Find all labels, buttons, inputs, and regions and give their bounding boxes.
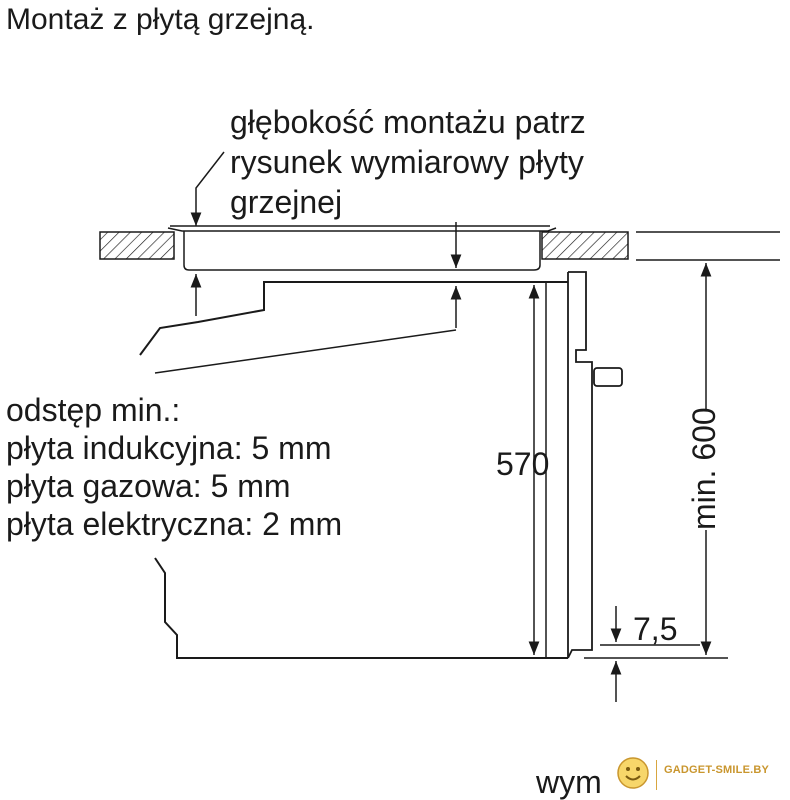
offset-label: 7,5 xyxy=(633,611,678,647)
depth-note-line: grzejnej xyxy=(230,184,343,220)
footer-caption: wym xyxy=(536,764,602,800)
gap-note-gas: płyta gazowa: 5 mm xyxy=(6,468,291,504)
gap-note-electric: płyta elektryczna: 2 mm xyxy=(6,506,343,542)
depth-note-line: głębokość montażu patrz xyxy=(230,104,586,140)
worktop-left xyxy=(99,231,175,260)
oven xyxy=(139,271,623,659)
watermark-text: GADGET-SMILE.BY xyxy=(664,764,770,776)
smiley-icon xyxy=(617,757,649,789)
niche-height-label: min. 600 xyxy=(686,407,722,530)
depth-note-line: rysunek wymiarowy płyty xyxy=(230,144,584,180)
watermark: GADGET-SMILE.BY xyxy=(612,752,790,798)
page-title: Montaż z płytą grzejną. xyxy=(6,3,315,36)
worktop-right xyxy=(541,231,629,260)
hob xyxy=(167,225,557,271)
min-gap-note: odstęp min.: płyta indukcyjna: 5 mm płyt… xyxy=(6,391,342,543)
mounting-depth-note: głębokość montażu patrz rysunek wymiarow… xyxy=(230,102,586,222)
oven-height-label: 570 xyxy=(496,446,550,482)
gap-note-heading: odstęp min.: xyxy=(6,392,181,428)
gap-note-induction: płyta indukcyjna: 5 mm xyxy=(6,430,332,466)
